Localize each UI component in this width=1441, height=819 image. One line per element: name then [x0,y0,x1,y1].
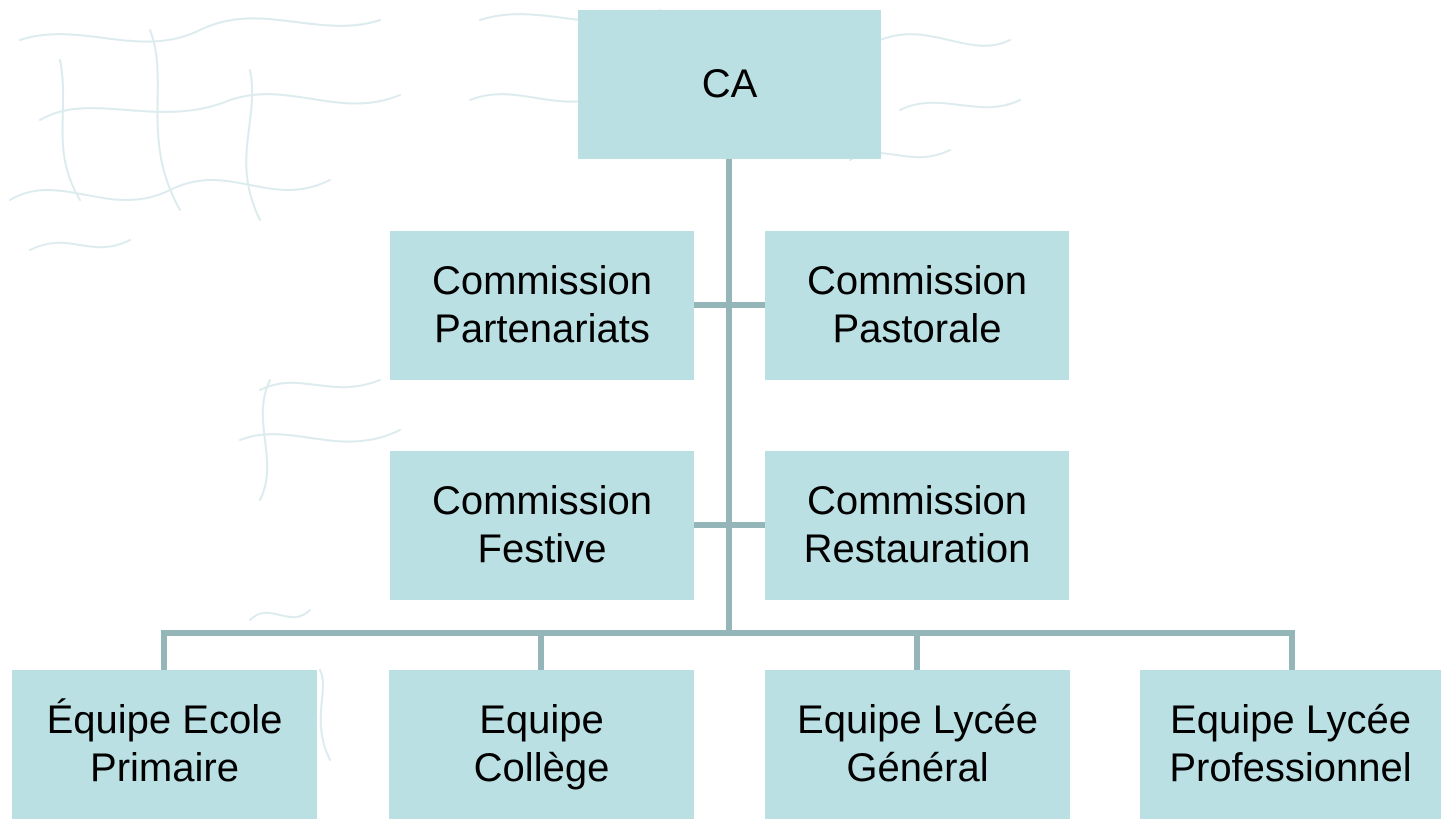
commission-partenariats-node: Commission Partenariats [390,231,694,380]
commission-line1: Commission [431,479,653,524]
commission-line1: Commission [806,479,1028,524]
commission-festive-node: Commission Festive [390,451,694,600]
team-lycee-general-node: Equipe Lycée Général [765,670,1070,819]
team-line2: Primaire [90,745,239,790]
commission-line2: Restauration [803,526,1031,571]
team-ecole-primaire-node: Équipe Ecole Primaire [12,670,317,819]
commission-pastorale-node: Commission Pastorale [765,231,1069,380]
team-line1: Equipe Lycée [797,698,1038,743]
team-college-node: Equipe Collège [389,670,694,819]
team-line1: Equipe Lycée [1170,698,1411,743]
commission-line2: Festive [477,526,607,571]
commission-restauration-node: Commission Restauration [765,451,1069,600]
commission-line1: Commission [431,259,653,304]
commission-line1: Commission [806,259,1028,304]
team-line1: Equipe [479,698,604,743]
team-lycee-professionnel-node: Equipe Lycée Professionnel [1140,670,1441,819]
root-label: CA [701,61,758,106]
team-line2: Professionnel [1169,745,1412,790]
root-node-ca: CA [578,10,881,159]
team-line1: Équipe Ecole [46,698,283,743]
team-line2: Collège [473,745,610,790]
commission-line2: Pastorale [832,306,1002,351]
team-line2: Général [846,745,989,790]
commission-line2: Partenariats [434,306,650,351]
